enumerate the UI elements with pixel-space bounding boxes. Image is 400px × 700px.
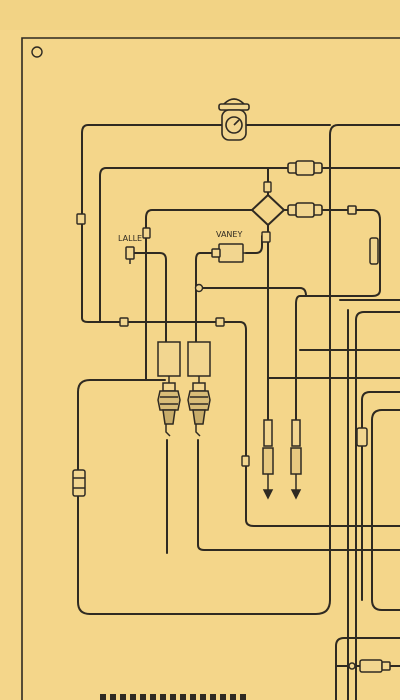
wire-gauge-left [81, 124, 400, 527]
connector-ticks [76, 181, 272, 467]
gauge-icon [218, 98, 250, 141]
wire-right-vertical-four [371, 419, 400, 611]
wire-valve-down [195, 252, 201, 343]
wire-right-cap-two [361, 391, 400, 401]
wire-right-cap [355, 311, 400, 321]
probe-icon [290, 419, 302, 500]
wire-row-three-right [283, 209, 381, 421]
paper-top-shade [0, 0, 400, 30]
spark-plug-icon [187, 341, 211, 437]
wire-plug-two-down [197, 439, 400, 551]
fuse-icon-right [356, 237, 379, 447]
wire-branch-mid [195, 287, 307, 297]
sheet-border [21, 37, 400, 700]
corner-circle-icon [31, 46, 43, 58]
wire-bottom-box [335, 637, 400, 700]
wire-right-cap-three [371, 409, 400, 421]
probe-icon [262, 419, 274, 500]
wire-left-label [133, 252, 167, 343]
wire-valve-right [245, 235, 263, 254]
valve-label-text: VANEY [216, 230, 242, 239]
wire-row-two [99, 167, 271, 323]
fuse-icon-row [287, 160, 357, 218]
wire-outer-loop [77, 124, 400, 615]
wire-row-three [145, 209, 253, 381]
left-label-connector [125, 246, 135, 264]
bottom-edge-marks [100, 694, 246, 700]
left-label-text: LALLE [118, 234, 142, 243]
spark-plug-icon [157, 341, 181, 437]
bottom-right-connector [348, 659, 391, 673]
valve-component [211, 243, 248, 263]
fuse-icon-left [72, 469, 86, 497]
wire-group [77, 124, 400, 700]
